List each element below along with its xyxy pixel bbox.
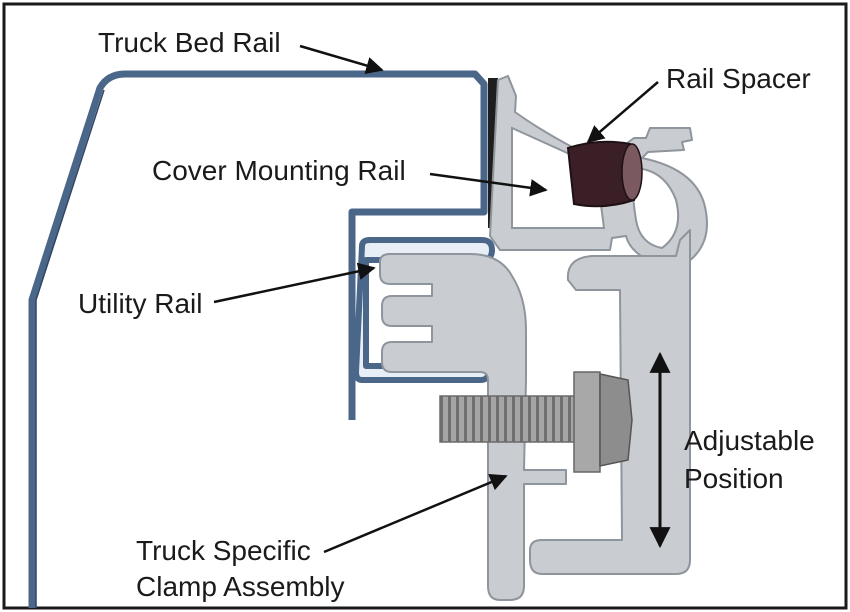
clamp-comb bbox=[379, 253, 567, 601]
label-adjustable-line2: Position bbox=[684, 463, 784, 494]
label-adjustable-line1: Adjustable bbox=[684, 425, 815, 456]
bolt-washer bbox=[573, 371, 601, 473]
truck-bed-rail-inner bbox=[35, 89, 105, 608]
rail-spacer-end bbox=[621, 143, 643, 201]
label-cover-mounting-rail: Cover Mounting Rail bbox=[152, 155, 406, 186]
leader-truck-bed-rail bbox=[299, 44, 384, 74]
leader-rail-spacer bbox=[586, 81, 659, 144]
label-rail-spacer: Rail Spacer bbox=[666, 63, 811, 94]
bolt-shaft bbox=[439, 395, 583, 443]
label-clamp-line1: Truck Specific bbox=[136, 535, 311, 566]
leader-clamp-assembly bbox=[323, 473, 508, 554]
truck-bed-rail-shape bbox=[28, 70, 488, 608]
leader-utility-rail bbox=[213, 262, 376, 304]
cover-rail-hook-void bbox=[630, 166, 680, 250]
label-truck-bed-rail: Truck Bed Rail bbox=[98, 27, 281, 58]
label-clamp-line2: Clamp Assembly bbox=[136, 571, 345, 602]
bolt-nut bbox=[599, 373, 633, 467]
gasket-strip bbox=[488, 78, 498, 228]
leader-cover-mounting-rail bbox=[429, 172, 548, 197]
label-utility-rail: Utility Rail bbox=[78, 288, 202, 319]
